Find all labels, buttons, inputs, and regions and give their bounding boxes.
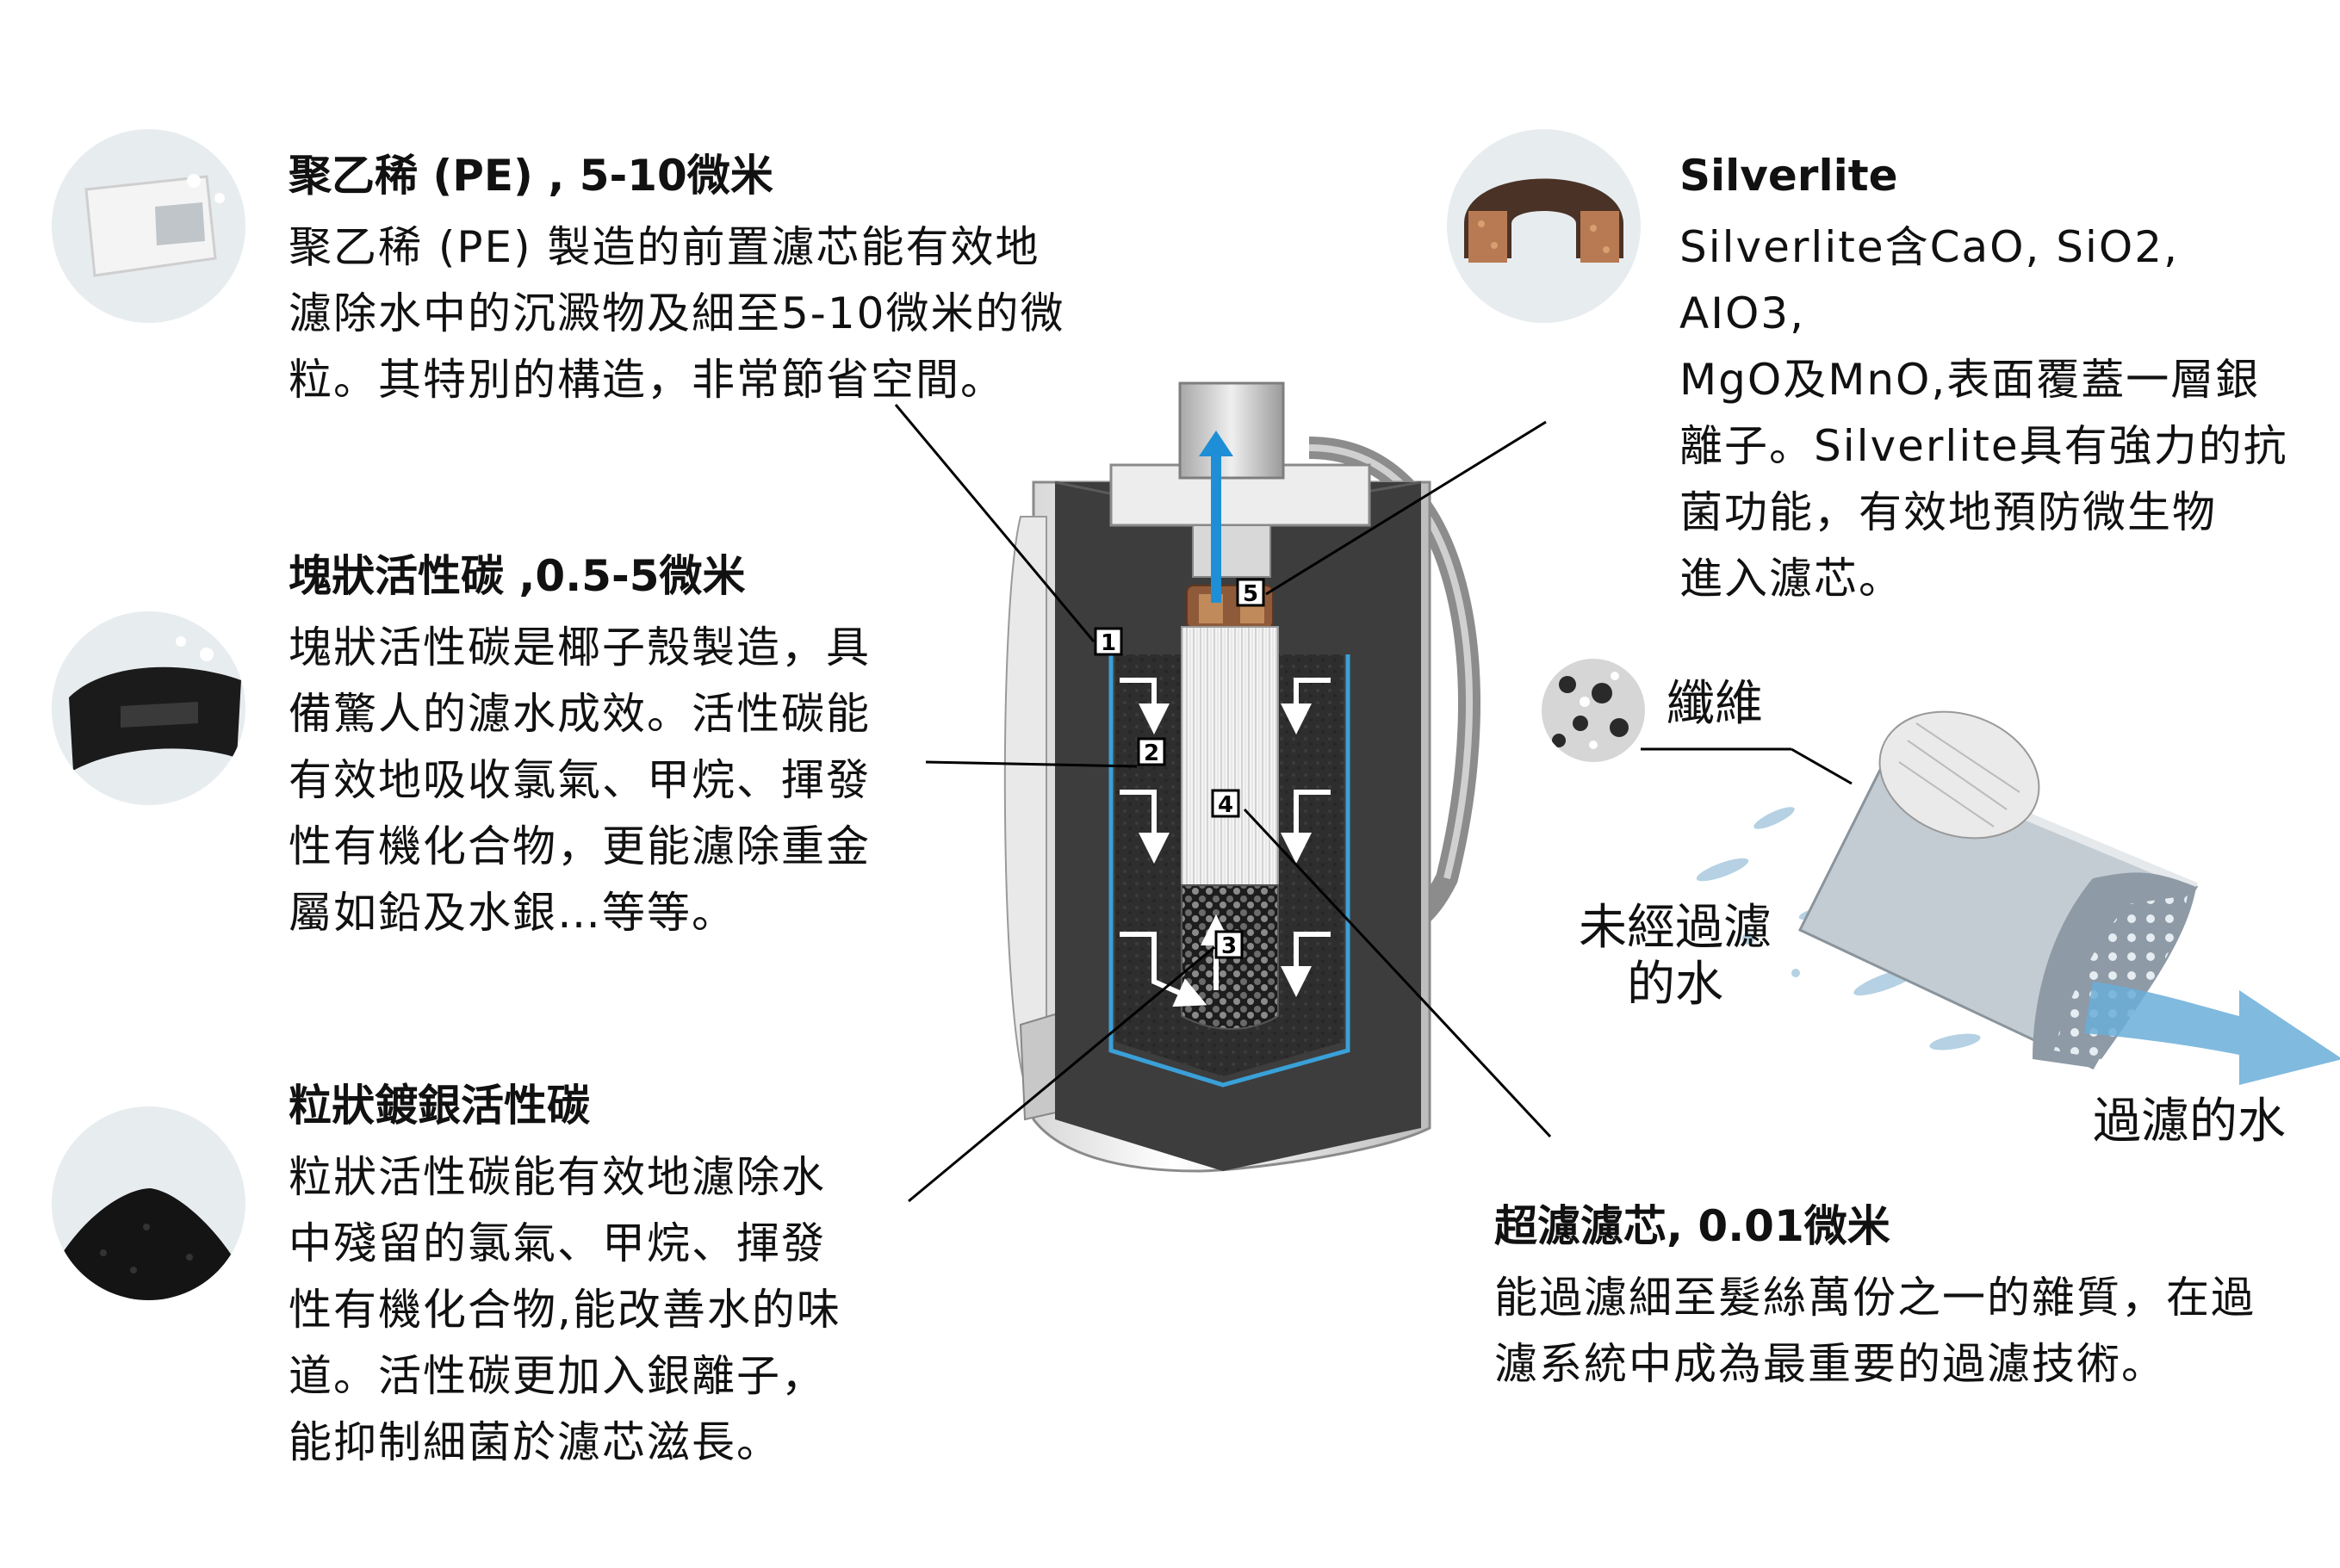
flow-arrows [1120, 678, 1331, 1007]
granular-line-3: 性有機化合物,能改善水的味 [289, 1285, 841, 1335]
uf-membrane-illustration [1696, 710, 2340, 1085]
uf-line-2: 濾系統中成為最重要的過濾技術。 [1494, 1339, 2166, 1389]
block-carbon-line-4: 性有機化合物，更能濾除重金 [289, 821, 871, 871]
block-carbon-line-3: 有效地吸收氯氣、甲烷、揮發 [289, 755, 871, 805]
granular-line-1: 粒狀活性碳能有效地濾除水 [289, 1152, 826, 1202]
granular-line-5: 能抑制細菌於濾芯滋長。 [289, 1417, 781, 1467]
uf-text-block: 超濾濾芯, 0.01微米 能過濾細至髮絲萬份之一的雜質，在過 濾系統中成為最重要… [1494, 1193, 2321, 1398]
water-splash [1696, 807, 1981, 1050]
stage-5-label: 5 [1243, 581, 1258, 607]
unfiltered-label-line-1: 未經過濾 [1579, 900, 1772, 956]
uf-title: 超濾濾芯, 0.01微米 [1494, 1201, 1890, 1251]
silverlite-line-1: Silverlite含CaO, SiO2, AIO3, [1679, 222, 2179, 338]
silverlite-title: Silverlite [1679, 151, 1898, 201]
granular-text-block: 粒狀鍍銀活性碳 粒狀活性碳能有效地濾除水 中殘留的氯氣、甲烷、揮發 性有機化合物… [289, 1072, 943, 1476]
pe-title: 聚乙稀 (PE) , 5-10微米 [289, 151, 773, 201]
silverlite-line-2: MgO及MnO,表面覆蓋一層銀 [1679, 355, 2261, 405]
block-carbon-line-1: 塊狀活性碳是椰子殼製造，具 [289, 623, 871, 672]
granular-line-2: 中殘留的氯氣、甲烷、揮發 [289, 1218, 826, 1268]
carbon-block-icon [52, 611, 245, 805]
leader-lines [894, 404, 1853, 1203]
silverlite-line-4: 菌功能，有效地預防微生物 [1679, 487, 2217, 537]
stage-1-label: 1 [1101, 630, 1116, 656]
fiber-label: 纖維 [1667, 676, 1763, 732]
uf-line-1: 能過濾細至髮絲萬份之一的雜質，在過 [1494, 1273, 2256, 1323]
granular-line-4: 道。活性碳更加入銀離子， [289, 1351, 826, 1401]
silverlite-line-5: 進入濾芯。 [1679, 554, 1903, 604]
stage-markers: 1 2 3 4 5 [1094, 578, 1265, 959]
stage-4-label: 4 [1218, 792, 1233, 818]
stage-2-label: 2 [1144, 741, 1159, 766]
granular-title: 粒狀鍍銀活性碳 [289, 1081, 590, 1131]
pe-text-block: 聚乙稀 (PE) , 5-10微米 聚乙稀 (PE) 製造的前置濾芯能有效地 濾… [289, 142, 1107, 413]
pe-line-1: 聚乙稀 (PE) 製造的前置濾芯能有效地 [289, 222, 1040, 272]
fiber-icon [1542, 659, 1645, 762]
granular-carbon-icon [52, 1106, 245, 1300]
pe-filter-icon [52, 129, 245, 323]
silverlite-line-3: 離子。Silverlite具有強力的抗 [1679, 421, 2288, 471]
filtered-water-label: 過濾的水 [2093, 1094, 2286, 1150]
silverlite-text-block: Silverlite Silverlite含CaO, SiO2, AIO3, M… [1679, 142, 2317, 612]
block-carbon-line-2: 備驚人的濾水成效。活性碳能 [289, 689, 871, 739]
silverlite-ring-icon [1447, 129, 1641, 323]
unfiltered-water-label: 未經過濾 的水 [1567, 900, 1783, 1013]
unfiltered-label-line-2: 的水 [1627, 957, 1723, 1013]
stage-3-label: 3 [1221, 933, 1237, 959]
block-carbon-title: 塊狀活性碳 ,0.5-5微米 [289, 551, 746, 601]
pe-line-3: 粒。其特別的構造，非常節省空間。 [289, 355, 1005, 405]
pe-line-2: 濾除水中的沉澱物及細至5-10微米的微 [289, 288, 1065, 338]
filtered-water-arrow [2084, 982, 2340, 1085]
block-carbon-text-block: 塊狀活性碳 ,0.5-5微米 塊狀活性碳是椰子殼製造，具 備驚人的濾水成效。活性… [289, 542, 943, 946]
uf-core [1181, 626, 1279, 886]
block-carbon-line-5: 屬如鉛及水銀…等等。 [289, 888, 736, 938]
